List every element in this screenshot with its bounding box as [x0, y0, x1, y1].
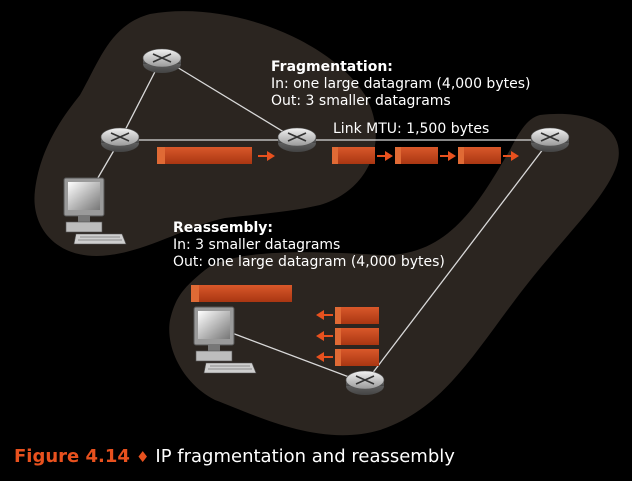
- fragmentation-label: Fragmentation: In: one large datagram (4…: [271, 59, 530, 110]
- router-icon: [345, 370, 385, 395]
- router-icon: [142, 48, 182, 73]
- reassembly-heading: Reassembly:: [173, 220, 274, 236]
- figure-number: Figure 4.14: [14, 446, 130, 467]
- datagram-fragment-incoming-2: [335, 328, 379, 345]
- router-icon: [530, 127, 570, 152]
- datagram-fragment-1: [332, 147, 375, 164]
- left-arrow-icon: [316, 352, 333, 362]
- fragmentation-heading: Fragmentation:: [271, 59, 393, 75]
- figure-caption: Figure 4.14 ♦ IP fragmentation and reassem…: [14, 446, 455, 467]
- datagram-fragment-3: [458, 147, 501, 164]
- links: [91, 57, 551, 384]
- link-r4-r5: [364, 139, 551, 384]
- reassembly-label: Reassembly: In: 3 smaller datagrams Out:…: [173, 220, 445, 271]
- reassembly-input: In: 3 smaller datagrams: [173, 237, 341, 253]
- datagram-large-outgoing: [157, 147, 252, 164]
- left-arrow-icon: [316, 310, 333, 320]
- link-r5-host: [231, 332, 366, 384]
- datagram-fragment-2: [395, 147, 438, 164]
- router-icon: [277, 127, 317, 152]
- link-mtu-label: Link MTU: 1,500 bytes: [333, 121, 490, 137]
- datagram-fragment-incoming-3: [335, 349, 379, 366]
- datagram-fragment-incoming-1: [335, 307, 379, 324]
- router-icon: [100, 127, 140, 152]
- right-arrow-icon: [377, 151, 393, 161]
- link-r1-r3: [161, 57, 298, 141]
- caption-separator: ♦: [135, 448, 150, 466]
- fragmentation-output: Out: 3 smaller datagrams: [271, 93, 451, 109]
- host-computer-icon: [193, 306, 257, 374]
- network-region-left: [34, 11, 376, 256]
- caption-text: IP fragmentation and reassembly: [155, 446, 455, 467]
- right-arrow-icon: [503, 151, 519, 161]
- datagram-large-reassembled: [191, 285, 292, 302]
- right-arrow-icon: [440, 151, 456, 161]
- left-arrow-icon: [316, 331, 333, 341]
- reassembly-output: Out: one large datagram (4,000 bytes): [173, 254, 445, 270]
- network-region-right: [169, 113, 619, 436]
- right-arrow-icon: [258, 151, 275, 161]
- host-computer-icon: [63, 177, 127, 245]
- fragmentation-input: In: one large datagram (4,000 bytes): [271, 76, 531, 92]
